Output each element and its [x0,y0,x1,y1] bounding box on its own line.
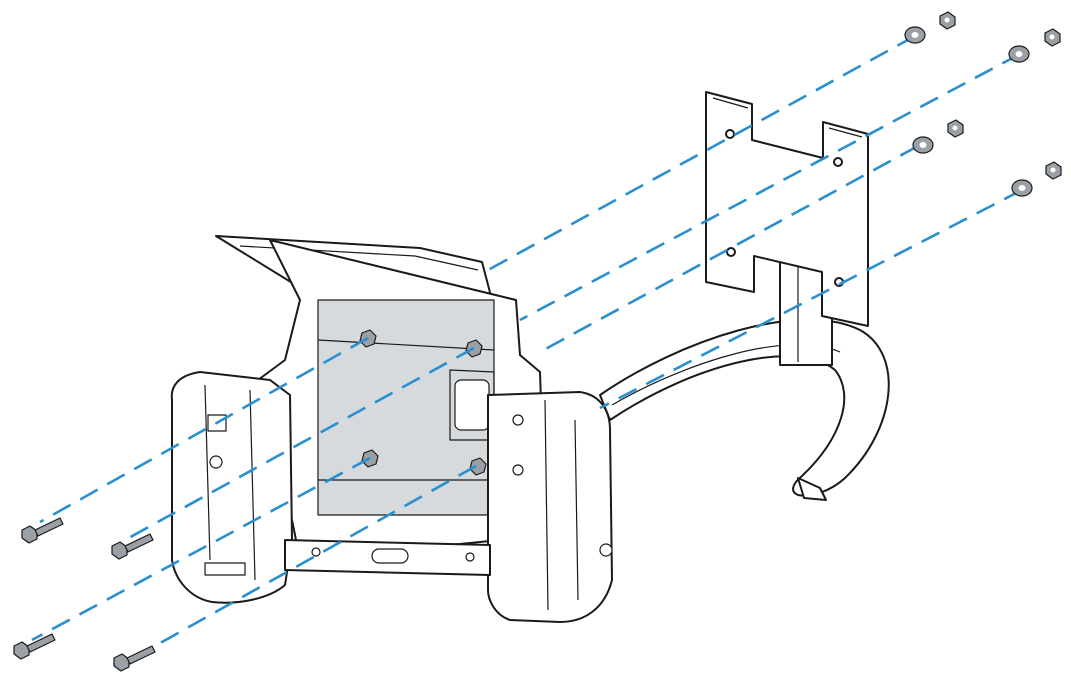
hex-nut [1044,28,1061,47]
hex-nut [947,119,964,138]
right-grip [487,391,613,623]
lock-slider [371,548,409,564]
cradle-frame [170,235,613,623]
bolt [13,633,56,660]
mounting-plate [705,91,869,366]
bolt [111,533,154,560]
bracket-arm [599,318,890,501]
washer [904,26,926,44]
alignment-lines [31,34,1023,662]
hex-nut [939,11,956,30]
hex-nut [1045,161,1062,180]
plate-hole [833,157,843,167]
left-grip [170,371,293,604]
plate-hole [726,247,736,257]
connector-port [454,379,490,431]
washer [912,136,934,154]
plate-body [705,91,869,327]
left-button [204,562,246,576]
plate-hole [725,129,735,139]
washer [1008,45,1030,63]
bolt [113,645,156,672]
bolt [21,517,64,544]
washer [1011,179,1033,197]
